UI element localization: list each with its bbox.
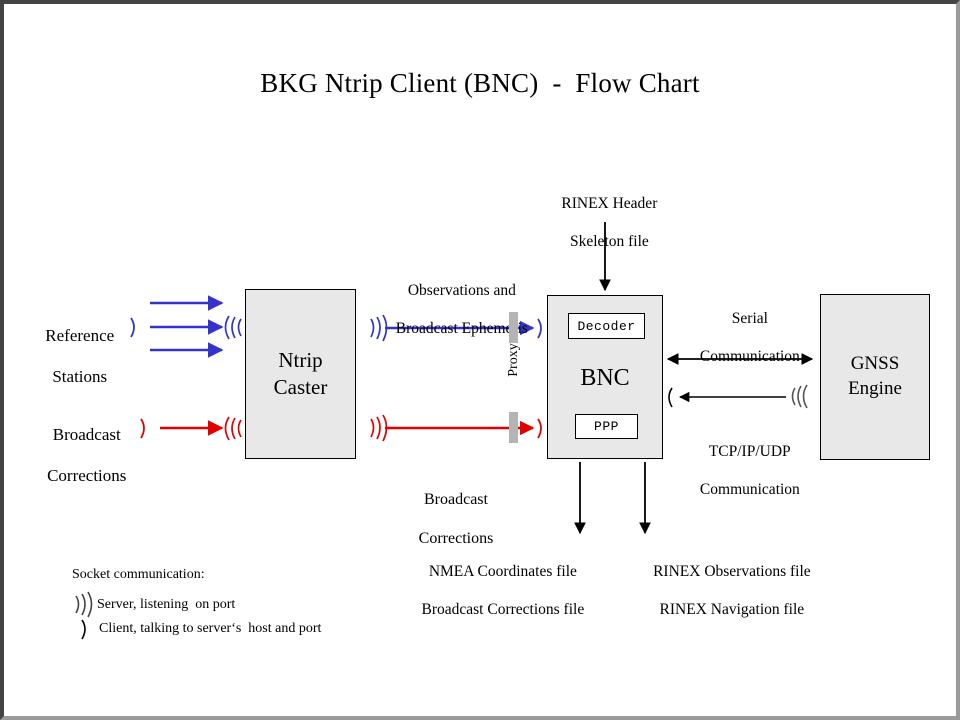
serial-communication-line1: Serial <box>731 309 768 327</box>
legend-server-socket-icon <box>75 591 93 618</box>
output-files-left-line2: Broadcast Corrections file <box>421 600 585 618</box>
legend-server-label: Server, listening on port <box>97 597 236 612</box>
output-files-right-line2: RINEX Navigation file <box>659 600 805 618</box>
page-title: BKG Ntrip Client (BNC) - Flow Chart <box>260 68 700 98</box>
observations-stream-line1: Observations and <box>407 281 516 299</box>
broadcast-corrections-source-line2: Corrections <box>47 466 127 486</box>
gnss-engine-node[interactable]: GNSS Engine <box>820 294 930 460</box>
reference-stations-line2: Stations <box>52 367 108 387</box>
reference-stations-label: Reference Stations <box>18 305 133 388</box>
tcpip-communication-line1: TCP/IP/UDP <box>708 442 791 460</box>
legend-client-label: Client, talking to server‘s host and por… <box>99 621 322 636</box>
legend-title: Socket communication: <box>72 567 205 582</box>
proxy-bar-bottom <box>509 412 518 443</box>
rinex-header-line1: RINEX Header <box>561 194 658 212</box>
proxy-bar-top <box>509 312 518 343</box>
server-socket-marker-caster-out-corrections <box>370 414 388 442</box>
gnss-engine-line2: Engine <box>848 378 902 399</box>
serial-communication-line2: Communication <box>699 347 800 365</box>
tcpip-communication-line2: Communication <box>699 480 800 498</box>
reference-station-arrows <box>150 295 224 358</box>
ntrip-caster-line2: Caster <box>273 375 328 399</box>
broadcast-corrections-source-line1: Broadcast <box>52 424 121 444</box>
output-files-left-line1: NMEA Coordinates file <box>428 562 577 580</box>
client-socket-marker-bnc-corrections <box>537 418 542 439</box>
reference-stations-line1: Reference <box>45 325 115 345</box>
server-socket-marker-caster-observations <box>224 315 242 340</box>
server-socket-marker-caster-out-observations <box>370 314 388 342</box>
output-files-arrows <box>574 462 651 535</box>
client-socket-marker-broadcast-corrections <box>140 418 145 439</box>
output-files-left-label: NMEA Coordinates file Broadcast Correcti… <box>400 544 598 620</box>
output-files-right-label: RINEX Observations file RINEX Navigation… <box>632 544 824 620</box>
server-socket-marker-caster-corrections <box>224 416 242 441</box>
ntrip-caster-line1: Ntrip <box>278 348 323 373</box>
output-files-right-line1: RINEX Observations file <box>653 562 811 580</box>
observations-stream-label: Observations and Broadcast Ephemeris <box>368 263 548 339</box>
bnc-label: BNC <box>580 365 630 391</box>
client-socket-marker-bnc-observations <box>537 318 542 339</box>
serial-communication-label: Serial Communication <box>672 291 820 367</box>
client-socket-marker-bnc-tcpip <box>668 387 673 408</box>
corrections-stream-label: Broadcast Corrections <box>382 470 522 548</box>
corrections-stream-line1: Broadcast <box>424 490 488 508</box>
tcpip-communication-label: TCP/IP/UDP Communication <box>672 424 820 500</box>
gnss-engine-line1: GNSS <box>850 353 900 375</box>
proxy-label: Proxy <box>506 343 521 377</box>
rinex-header-label: RINEX Header Skeleton file <box>528 176 683 252</box>
server-socket-marker-gnss-tcpip <box>791 384 808 409</box>
legend-client-socket-icon <box>81 619 86 640</box>
rinex-header-line2: Skeleton file <box>569 232 649 250</box>
client-socket-marker-reference-stations <box>130 317 135 338</box>
decoder-module[interactable]: Decoder <box>568 313 645 339</box>
broadcast-corrections-source-label: Broadcast Corrections <box>20 404 145 487</box>
corrections-stream-line2: Corrections <box>418 529 494 547</box>
ppp-module[interactable]: PPP <box>575 414 638 439</box>
ntrip-caster-node[interactable]: Ntrip Caster <box>245 289 356 459</box>
